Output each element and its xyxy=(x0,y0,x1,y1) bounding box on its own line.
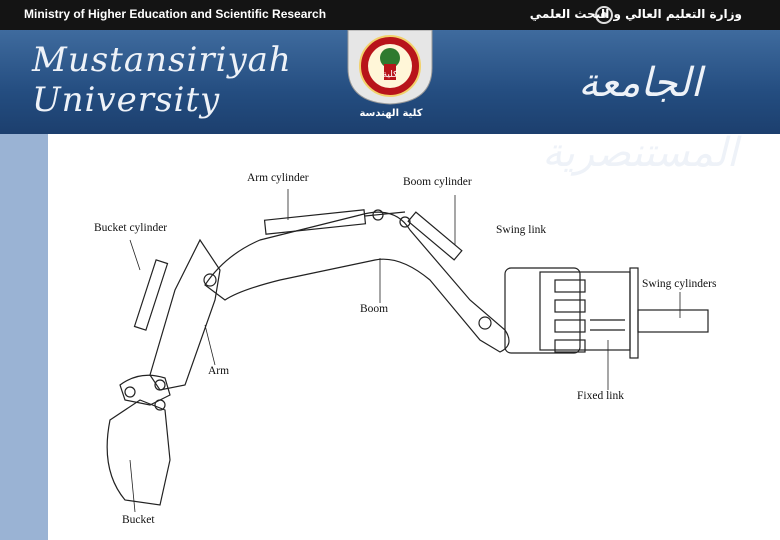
university-name-line1: Mustansiriyah xyxy=(32,40,292,80)
excavator-diagram: Arm cylinder Boom cylinder Bucket cylind… xyxy=(48,134,780,540)
ministry-title-en: Ministry of Higher Education and Scienti… xyxy=(24,7,327,21)
label-bucket-cylinder: Bucket cylinder xyxy=(94,222,168,234)
ministry-logo-icon xyxy=(595,6,613,24)
arm-cylinder-shape xyxy=(263,209,367,235)
top-bar: Ministry of Higher Education and Scienti… xyxy=(0,0,780,30)
swing-shaft xyxy=(637,309,709,333)
arm-shape xyxy=(149,238,221,391)
university-emblem-icon: كلية xyxy=(347,30,433,105)
swing-base xyxy=(504,267,581,354)
excavator-drawing xyxy=(106,189,709,513)
label-swing-link: Swing link xyxy=(496,224,547,236)
university-name-en: Mustansiriyah University xyxy=(32,40,292,120)
ministry-title-ar: وزارة التعليم العالي و البحث العلمي xyxy=(529,7,742,21)
bucket-cylinder-shape xyxy=(133,259,169,331)
university-name-line2: University xyxy=(32,80,221,120)
label-boom-cylinder: Boom cylinder xyxy=(403,176,472,188)
label-bucket: Bucket xyxy=(122,514,155,526)
boom-cylinder-shape xyxy=(407,211,463,261)
emblem-text: كلية xyxy=(383,70,399,80)
boom-shape xyxy=(204,211,510,353)
label-fixed-link: Fixed link xyxy=(577,390,624,402)
label-swing-cylinders: Swing cylinders xyxy=(642,278,717,290)
label-arm-cylinder: Arm cylinder xyxy=(247,172,309,184)
college-name-ar: كلية الهندسة xyxy=(359,108,423,119)
label-boom: Boom xyxy=(360,303,389,315)
university-banner: Mustansiriyah University الجامعة المستنص… xyxy=(0,30,780,176)
left-side-bar xyxy=(0,134,48,540)
bucket-shape xyxy=(106,399,171,506)
university-name-ar: الجامعة المستنصرية xyxy=(542,60,738,176)
label-arm: Arm xyxy=(208,365,230,377)
